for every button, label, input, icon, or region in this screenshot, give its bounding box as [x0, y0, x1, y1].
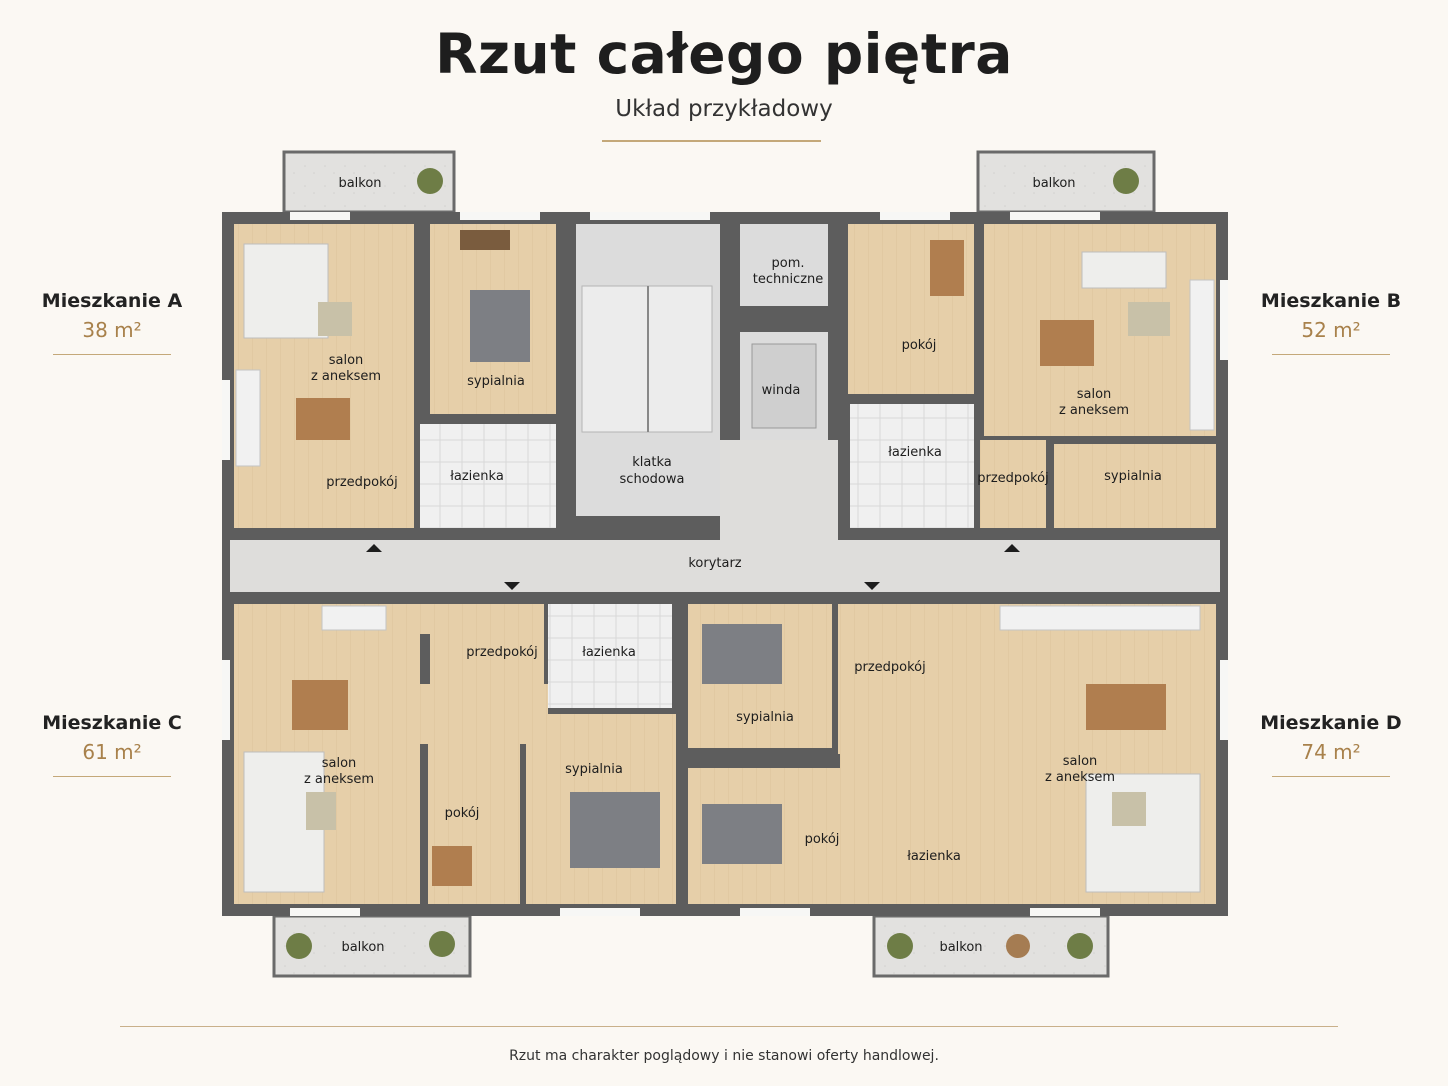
footer-divider — [120, 1026, 1338, 1027]
label-klatka-2: schodowa — [620, 472, 685, 487]
apartment-a-area: 38 m² — [82, 318, 142, 342]
apartment-d-area: 74 m² — [1301, 740, 1361, 764]
label-klatka-1: klatka — [632, 455, 671, 470]
kitchen-counter — [321, 605, 387, 631]
label-korytarz: korytarz — [688, 556, 741, 571]
kitchen-counter — [999, 605, 1201, 631]
apartment-b-underline — [1272, 354, 1390, 355]
windows — [222, 212, 1228, 916]
room-d-hall-strip — [840, 604, 900, 904]
sofa-icon — [1085, 773, 1201, 893]
label-d-salon-1: salon — [1063, 754, 1098, 769]
plant-icon — [286, 933, 312, 959]
label-c-salon-1: salon — [322, 756, 357, 771]
label-b-przedpokoj: przedpokój — [977, 471, 1049, 486]
label-winda: winda — [762, 383, 801, 398]
apartment-b-name: Mieszkanie B — [1260, 290, 1402, 312]
label-b-sypialnia: sypialnia — [1104, 469, 1162, 484]
bed-icon — [470, 290, 530, 362]
label-d-lazienka: łazienka — [907, 849, 961, 864]
plant-icon — [887, 933, 913, 959]
label-c-lazienka: łazienka — [582, 645, 636, 660]
apartment-a-underline — [53, 354, 171, 355]
room-c-hall — [420, 684, 548, 744]
rug-icon — [1128, 302, 1170, 336]
label-b-salon-1: salon — [1077, 387, 1112, 402]
kitchen-counter — [235, 369, 261, 467]
label-a-salon-1: salon — [329, 353, 364, 368]
bed-icon — [702, 624, 782, 684]
label-c-salon-2: z aneksem — [304, 772, 374, 787]
label-d-salon-2: z aneksem — [1045, 770, 1115, 785]
room-a-lazienka — [420, 424, 556, 528]
label-balkon-a: balkon — [338, 176, 381, 191]
table-icon — [292, 680, 348, 730]
elevator-cabin — [751, 343, 817, 429]
plant-icon — [1113, 168, 1139, 194]
label-balkon-c: balkon — [341, 940, 384, 955]
corridor — [230, 540, 1220, 592]
label-c-sypialnia: sypialnia — [565, 762, 623, 777]
table-icon — [1086, 684, 1166, 730]
kitchen-counter — [1189, 279, 1215, 431]
rug-icon — [318, 302, 352, 336]
label-balkon-d: balkon — [939, 940, 982, 955]
balcony-d — [872, 914, 1110, 978]
table-icon — [1006, 934, 1030, 958]
sofa-icon — [1081, 251, 1167, 289]
apartment-d-underline — [1272, 776, 1390, 777]
desk-icon — [460, 230, 510, 250]
sofa-icon — [243, 243, 329, 339]
label-b-salon-2: z aneksem — [1059, 403, 1129, 418]
plant-icon — [1067, 933, 1093, 959]
apartment-c-area: 61 m² — [82, 740, 142, 764]
apartment-d-name: Mieszkanie D — [1260, 712, 1402, 734]
desk-icon — [930, 240, 964, 296]
room-b-lazienka — [850, 404, 974, 528]
plant-icon — [417, 168, 443, 194]
entry-arrow-icon — [504, 582, 520, 590]
title-underline — [602, 140, 821, 142]
table-icon — [296, 398, 350, 440]
desk-icon — [432, 846, 472, 886]
label-b-lazienka: łazienka — [888, 445, 942, 460]
room-b-sypialnia — [1054, 444, 1216, 528]
plant-icon — [429, 931, 455, 957]
label-a-lazienka: łazienka — [450, 469, 504, 484]
label-a-przedpokoj: przedpokój — [326, 475, 398, 490]
label-d-przedpokoj: przedpokój — [854, 660, 926, 675]
room-c-lazienka — [548, 604, 672, 708]
bed-icon — [570, 792, 660, 868]
label-a-sypialnia: sypialnia — [467, 374, 525, 389]
apartment-c-underline — [53, 776, 171, 777]
page-title: Rzut całego piętra — [435, 22, 1013, 86]
footer-note: Rzut ma charakter poglądowy i nie stanow… — [509, 1048, 939, 1064]
apartment-c-name: Mieszkanie C — [42, 712, 182, 734]
entry-arrow-icon — [1004, 544, 1020, 552]
bed-icon — [702, 804, 782, 864]
apartment-b-area: 52 m² — [1301, 318, 1361, 342]
apartment-a-name: Mieszkanie A — [41, 290, 183, 312]
room-c-przedpokoj — [430, 604, 544, 684]
table-icon — [1040, 320, 1094, 366]
label-d-pokoj: pokój — [805, 832, 840, 847]
rug-icon — [1112, 792, 1146, 826]
rug-icon — [306, 792, 336, 830]
label-pom-1: pom. — [771, 256, 804, 271]
technical-room — [740, 224, 828, 306]
label-b-pokoj: pokój — [902, 338, 937, 353]
label-balkon-b: balkon — [1032, 176, 1075, 191]
label-a-salon-2: z aneksem — [311, 369, 381, 384]
entry-arrow-icon — [366, 544, 382, 552]
label-d-sypialnia: sypialnia — [736, 710, 794, 725]
room-b-przedpokoj — [980, 440, 1046, 528]
balcony-c — [272, 914, 472, 978]
hall-floor — [720, 440, 838, 540]
entry-arrow-icon — [864, 582, 880, 590]
label-c-przedpokoj: przedpokój — [466, 645, 538, 660]
label-pom-2: techniczne — [753, 272, 824, 287]
label-c-pokoj: pokój — [445, 806, 480, 821]
page-subtitle: Układ przykładowy — [615, 96, 833, 122]
